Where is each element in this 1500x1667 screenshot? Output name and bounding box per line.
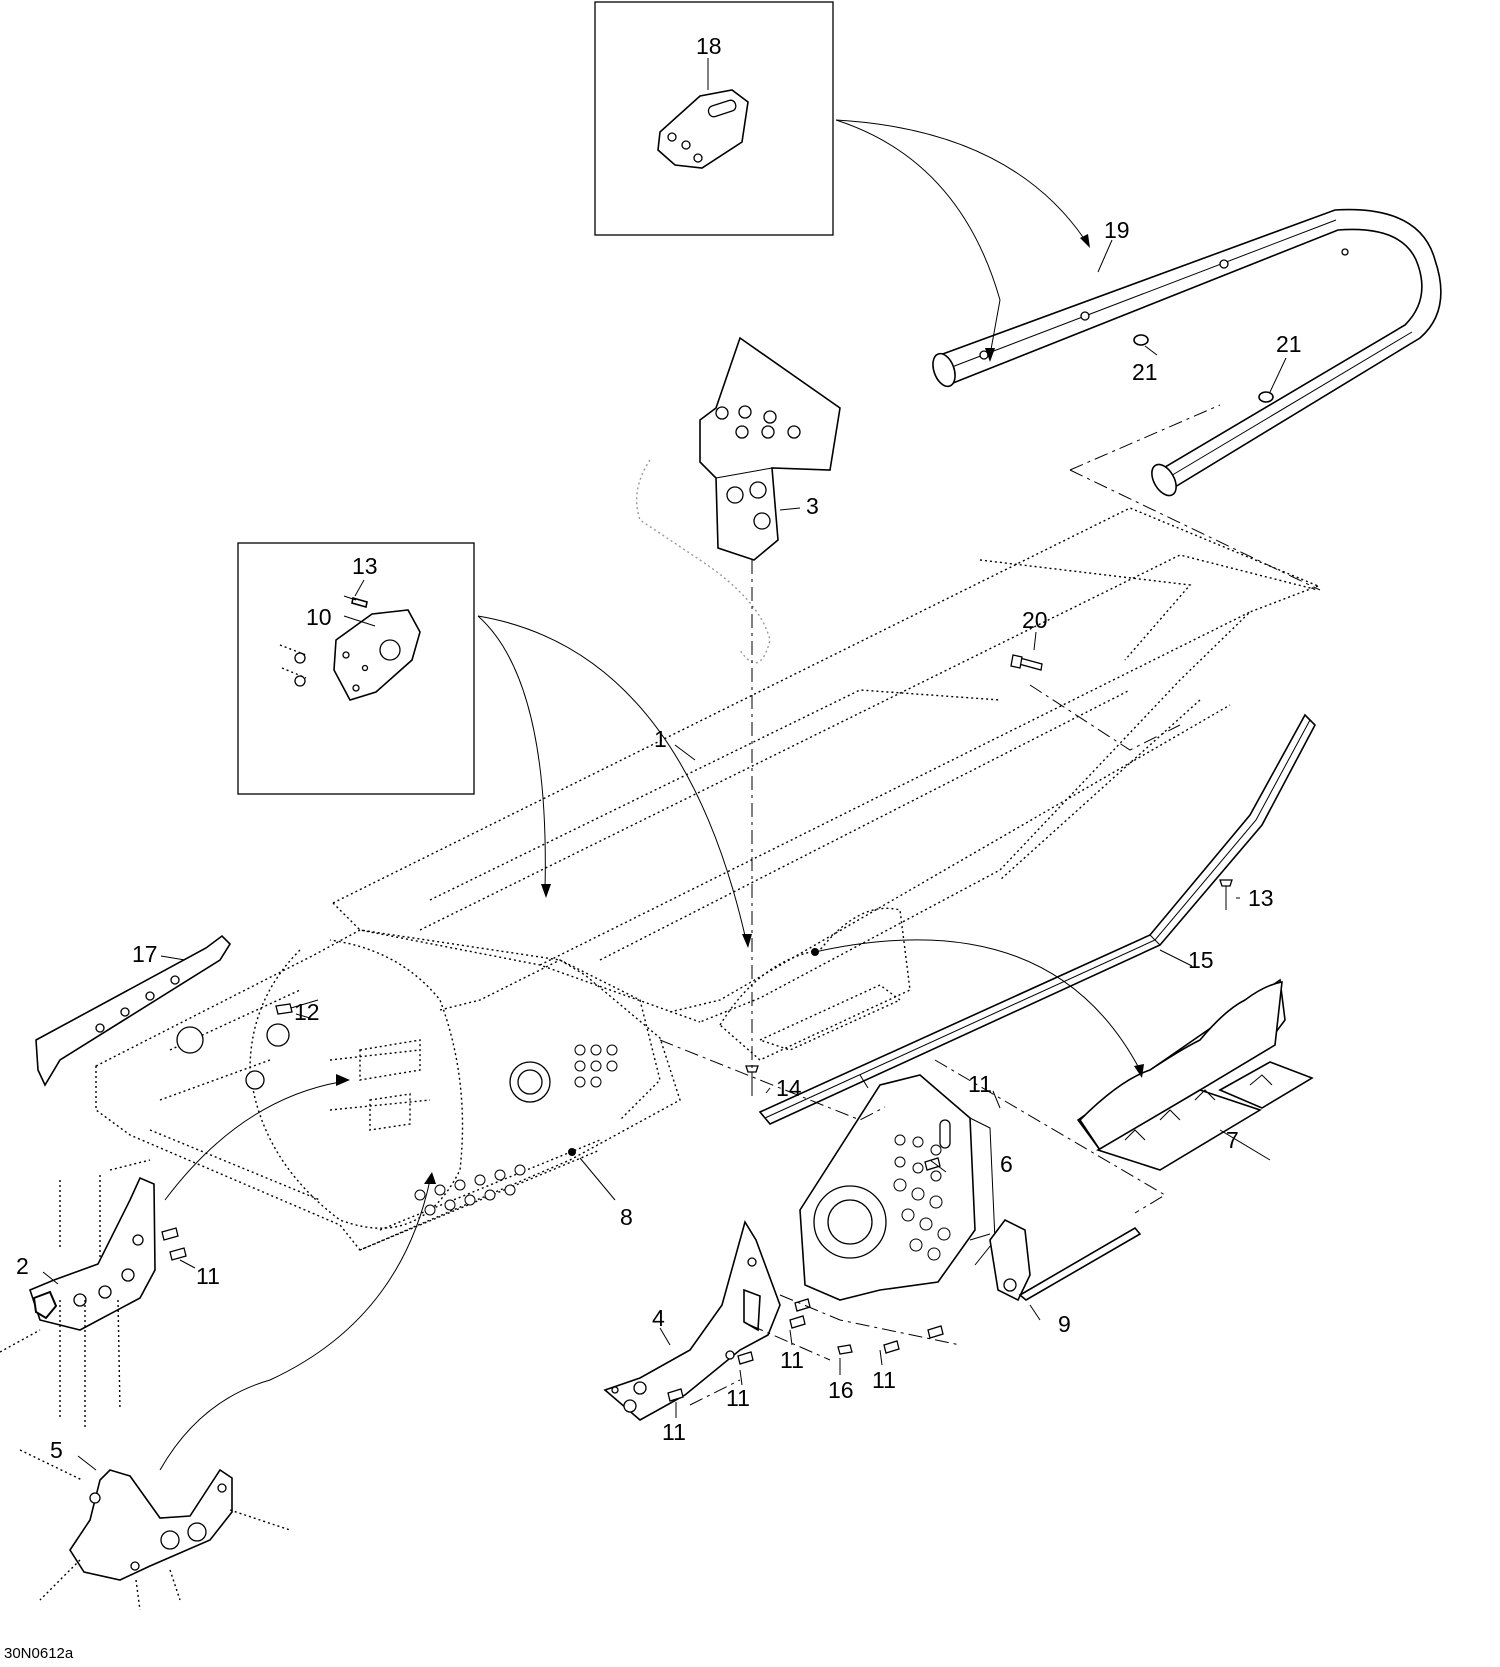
callout-13-a: 13 xyxy=(352,553,378,579)
part-5-bracket xyxy=(19,1449,291,1611)
callout-3: 3 xyxy=(806,493,819,519)
assembly-arrows xyxy=(159,119,1144,1471)
part-6-end-plate xyxy=(799,1074,996,1301)
callout-11-b: 11 xyxy=(196,1263,220,1289)
callout-10: 10 xyxy=(306,604,332,630)
part-18-bracket xyxy=(657,89,749,169)
callout-4: 4 xyxy=(652,1305,665,1331)
callout-18: 18 xyxy=(696,33,722,59)
part-21-washer-a xyxy=(1133,334,1149,346)
inset-box-part-18 xyxy=(594,1,834,236)
part-21-washer-b xyxy=(1258,391,1274,403)
part-7-footrest xyxy=(1076,978,1314,1171)
part-19-rear-bumper xyxy=(932,208,1442,497)
leader-lines xyxy=(42,58,1287,1471)
part-4-bracket xyxy=(603,1220,781,1421)
callout-20: 20 xyxy=(1022,607,1048,633)
part-8-marker xyxy=(568,1148,576,1156)
callout-13-b: 13 xyxy=(1248,885,1274,911)
callout-11-d: 11 xyxy=(872,1367,896,1393)
callout-9: 9 xyxy=(1058,1311,1071,1337)
callout-2: 2 xyxy=(16,1253,29,1279)
callouts: 18 19 21 21 3 13 10 20 1 13 15 17 12 7 1… xyxy=(16,33,1302,1463)
callout-15: 15 xyxy=(1188,947,1214,973)
callout-8: 8 xyxy=(620,1204,633,1230)
tunnel-inner-wall xyxy=(719,907,911,1061)
callout-11-a: 11 xyxy=(968,1071,992,1097)
alignment-lines xyxy=(659,404,1321,1406)
callout-14: 14 xyxy=(776,1075,802,1101)
part-10-bracket xyxy=(279,595,421,701)
callout-17: 17 xyxy=(132,941,158,967)
part-3-bracket xyxy=(699,336,841,561)
callout-5: 5 xyxy=(50,1437,63,1463)
callout-11-e: 11 xyxy=(726,1385,750,1411)
fasteners xyxy=(161,654,1233,1402)
callout-21-a: 21 xyxy=(1132,359,1158,385)
drawing-code: 30N0612a xyxy=(4,1645,74,1662)
callout-1: 1 xyxy=(654,726,667,752)
callout-16: 16 xyxy=(828,1377,854,1403)
part-1-tunnel-chassis xyxy=(95,507,1319,1251)
callout-12: 12 xyxy=(294,999,320,1025)
callout-6: 6 xyxy=(1000,1151,1013,1177)
part-9-bracket xyxy=(989,1218,1142,1302)
callout-11-c: 11 xyxy=(780,1347,804,1373)
callout-7: 7 xyxy=(1226,1127,1239,1153)
part-15-rail xyxy=(758,713,1316,1125)
callout-19: 19 xyxy=(1104,217,1130,243)
callout-21-b: 21 xyxy=(1276,331,1302,357)
part-2-bracket xyxy=(0,1159,156,1430)
part-3-ghost-outline xyxy=(635,459,771,664)
callout-11-f: 11 xyxy=(662,1419,686,1445)
part-17-bracket xyxy=(35,934,232,1087)
inset-box-part-10 xyxy=(237,542,475,795)
